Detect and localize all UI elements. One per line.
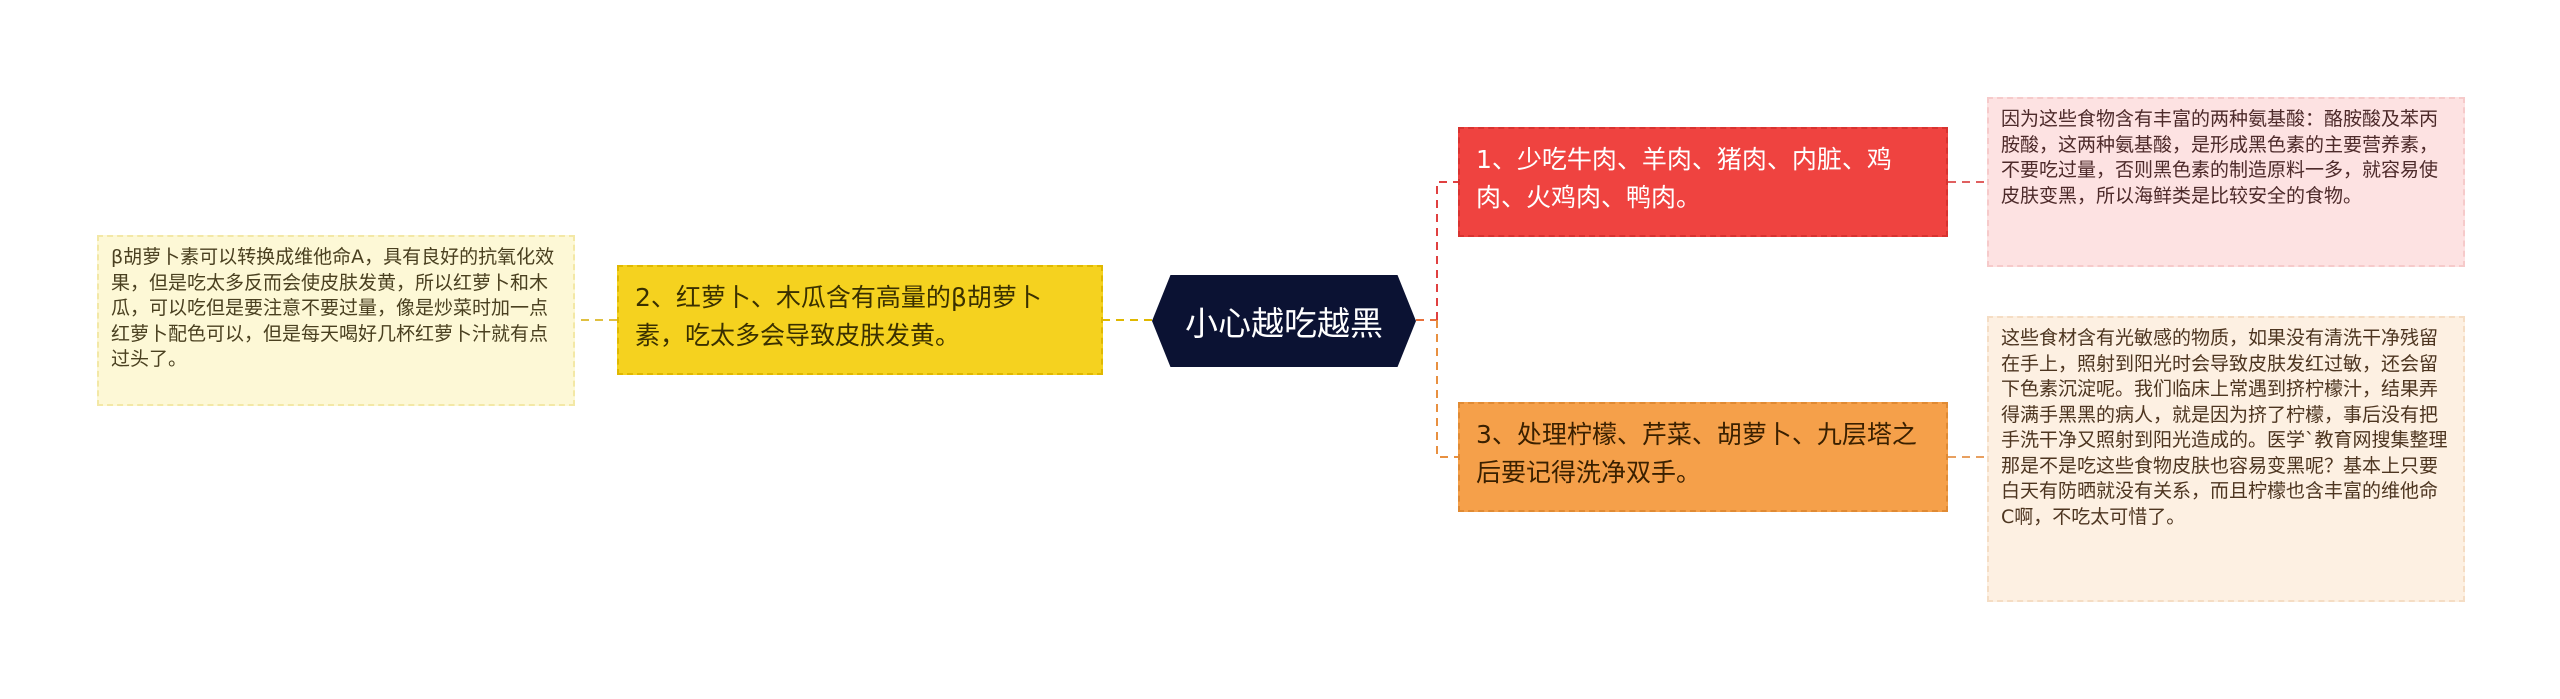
branch-node-carrot-papaya[interactable]: 2、红萝卜、木瓜含有高量的β胡萝卜素，吃太多会导致皮肤发黄。	[617, 265, 1103, 375]
detail-node-lemon-celery[interactable]: 这些食材含有光敏感的物质，如果没有清洗干净残留在手上，照射到阳光时会导致皮肤发红…	[1987, 316, 2465, 602]
connector-to-right-1	[1436, 181, 1458, 320]
branch-label-carrot-papaya: 2、红萝卜、木瓜含有高量的β胡萝卜素，吃太多会导致皮肤发黄。	[635, 283, 1042, 350]
branch-node-meat[interactable]: 1、少吃牛肉、羊肉、猪肉、内脏、鸡肉、火鸡肉、鸭肉。	[1458, 127, 1948, 237]
connector-to-right-3	[1436, 320, 1458, 458]
center-topic-node[interactable]: 小心越吃越黑	[1152, 275, 1416, 367]
detail-node-carrot-papaya[interactable]: β胡萝卜素可以转换成维他命A，具有良好的抗氧化效果，但是吃太多反而会使皮肤发黄，…	[97, 235, 575, 406]
branch-node-lemon-celery[interactable]: 3、处理柠檬、芹菜、胡萝卜、九层塔之后要记得洗净双手。	[1458, 402, 1948, 512]
center-topic-label: 小心越吃越黑	[1185, 304, 1383, 343]
branch-label-meat: 1、少吃牛肉、羊肉、猪肉、内脏、鸡肉、火鸡肉、鸭肉。	[1476, 145, 1892, 212]
detail-label-lemon-celery: 这些食材含有光敏感的物质，如果没有清洗干净残留在手上，照射到阳光时会导致皮肤发红…	[2001, 327, 2448, 528]
detail-node-meat[interactable]: 因为这些食物含有丰富的两种氨基酸：酪胺酸及苯丙胺酸，这两种氨基酸，是形成黑色素的…	[1987, 97, 2465, 267]
branch-label-lemon-celery: 3、处理柠檬、芹菜、胡萝卜、九层塔之后要记得洗净双手。	[1476, 420, 1917, 487]
detail-label-carrot-papaya: β胡萝卜素可以转换成维他命A，具有良好的抗氧化效果，但是吃太多反而会使皮肤发黄，…	[111, 246, 555, 370]
detail-label-meat: 因为这些食物含有丰富的两种氨基酸：酪胺酸及苯丙胺酸，这两种氨基酸，是形成黑色素的…	[2001, 108, 2439, 207]
